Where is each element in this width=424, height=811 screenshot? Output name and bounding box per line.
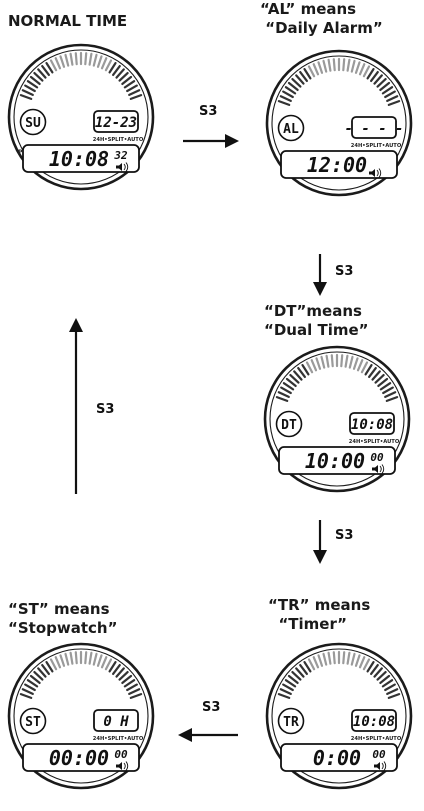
heading-timer: “TR” means “Timer”: [268, 596, 371, 633]
mode-code: TR: [283, 715, 299, 730]
arrow-left: [178, 728, 238, 742]
top-display: [93, 709, 139, 732]
arrow-label-s3-up: S3: [96, 402, 115, 417]
main-display: [280, 743, 398, 772]
hatched-arc-icon: [277, 57, 401, 107]
hatched-arc-icon: [277, 650, 401, 700]
arrow-label-s3-down-lower: S3: [335, 528, 354, 543]
hatched-arc-icon: [19, 51, 143, 101]
mode-line: 24H•SPLIT•AUTO: [351, 736, 402, 742]
mode-line: 24H•SPLIT•AUTO: [349, 439, 400, 445]
main-time: 00:00: [49, 746, 109, 770]
top-display: [351, 709, 397, 732]
top-display-value: - - - -: [344, 121, 403, 137]
sound-icon: [372, 464, 385, 474]
main-display: [278, 446, 396, 475]
main-time: 12:00: [307, 153, 367, 177]
watch-daily-alarm: AL - - - - 24H•SPLIT•AUTO 12:00: [265, 49, 413, 197]
watch-bezel: [263, 345, 411, 493]
hatched-arc-icon: [275, 353, 399, 403]
heading-stopwatch: “ST” means “Stopwatch”: [8, 600, 118, 637]
arrow-down-upper: [313, 254, 327, 296]
top-display-value: 0 H: [103, 714, 129, 730]
sound-icon: [374, 761, 387, 771]
arrow-label-s3-down-upper: S3: [335, 264, 354, 279]
arrow-down-lower: [313, 520, 327, 564]
sound-icon: [369, 168, 382, 178]
main-time: 0:00: [313, 746, 361, 770]
watch-stopwatch: ST 0 H 24H•SPLIT•AUTO 00:00 00: [7, 642, 155, 790]
watch-bezel: [7, 642, 155, 790]
seconds-value: 00: [370, 451, 384, 464]
arrow-label-s3-right: S3: [199, 104, 218, 119]
top-display-value: 10:08: [353, 714, 395, 730]
arrow-label-s3-left: S3: [202, 700, 221, 715]
seconds-value: 32: [113, 149, 128, 162]
heading-daily-alarm: “AL” means “Daily Alarm”: [260, 0, 383, 37]
mode-badge: [277, 114, 305, 142]
mode-code: SU: [25, 116, 41, 131]
mode-badge: [19, 707, 47, 735]
top-display-value: 10:08: [351, 417, 393, 433]
heading-normal-time: NORMAL TIME: [8, 12, 128, 30]
watch-dual-time: DT 10:08 24H•SPLIT•AUTO 10:00 00: [263, 345, 411, 493]
arrow-right: [183, 134, 239, 148]
watch-bezel: [265, 49, 413, 197]
mode-badge: [275, 410, 303, 438]
top-display: [351, 116, 397, 139]
top-display-value: 12-23: [95, 115, 137, 131]
watch-bezel: [265, 642, 413, 790]
watch-normal-time: SU 12-23 24H•SPLIT•AUTO P 10:08 32: [7, 43, 155, 191]
main-display: [280, 150, 398, 179]
mode-code: ST: [25, 715, 41, 730]
hatched-arc-icon: [19, 650, 143, 700]
mode-code: AL: [283, 122, 299, 137]
heading-dual-time: “DT”means “Dual Time”: [264, 302, 369, 339]
mode-line: 24H•SPLIT•AUTO: [93, 137, 144, 143]
mode-line: 24H•SPLIT•AUTO: [93, 736, 144, 742]
top-display: [93, 110, 139, 133]
watch-timer: TR 10:08 24H•SPLIT•AUTO 0:00 00: [265, 642, 413, 790]
main-display: [22, 144, 140, 173]
mode-line: 24H•SPLIT•AUTO: [351, 143, 402, 149]
main-display: [22, 743, 140, 772]
mode-badge: [19, 108, 47, 136]
mode-badge: [277, 707, 305, 735]
main-time: 10:08: [49, 147, 109, 171]
arrow-up: [69, 318, 83, 494]
mode-code: DT: [281, 418, 297, 433]
pm-flag: P: [18, 149, 23, 156]
seconds-value: 00: [372, 748, 386, 761]
sound-icon: [116, 761, 129, 771]
top-display: [349, 412, 395, 435]
sound-icon: [116, 162, 129, 172]
watch-bezel: [7, 43, 155, 191]
seconds-value: 00: [114, 748, 128, 761]
main-time: 10:00: [305, 449, 365, 473]
